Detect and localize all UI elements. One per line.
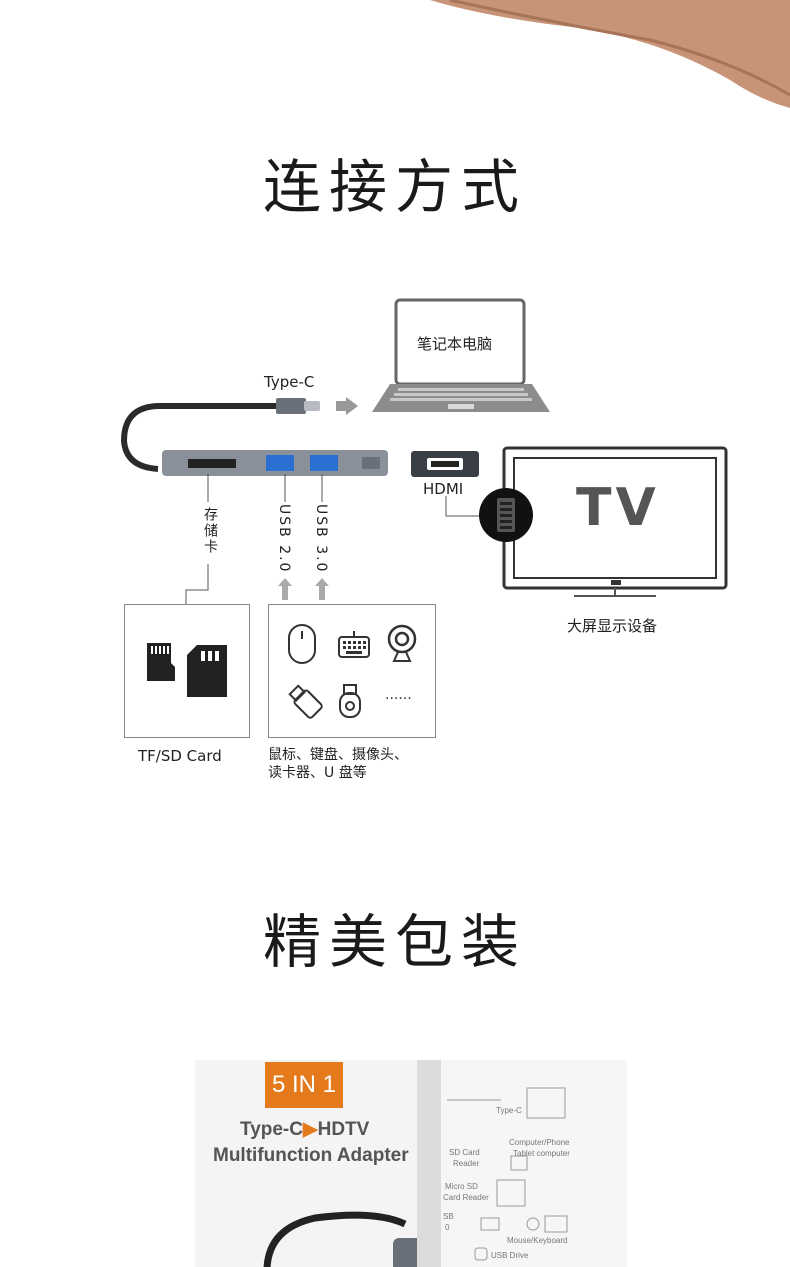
package-front: 5 IN 1 Type-C▶HDTV Multifunction Adapter [195,1060,435,1267]
package-title-hdtv: HDTV [317,1119,370,1140]
hand-image [430,0,790,108]
package-side-strip [417,1060,441,1267]
hub-device [162,450,388,476]
section-title-connection: 连接方式 [262,153,527,221]
usb-drive-icon [288,684,323,719]
keyboard-icon [338,631,370,658]
tv-icon [479,446,728,597]
laptop-icon [372,298,550,412]
side-sd2: Reader [453,1159,480,1168]
package-title-line2: Multifunction Adapter [213,1145,409,1166]
typec-cable [120,397,358,472]
package-cable-image [263,1211,435,1267]
tv-screen-text: TV [576,478,660,538]
play-arrow-icon: ▶ [302,1119,318,1140]
package-image: 5 IN 1 Type-C▶HDTV Multifunction Adapter… [195,1060,627,1267]
tv-label: 大屏显示设备 [567,617,658,635]
card-label: 存储卡 [202,507,218,555]
side-computer: Computer/Phone [509,1138,570,1147]
package-badge: 5 IN 1 [265,1062,343,1108]
section-title-packaging: 精美包装 [262,908,527,976]
usb2-label: USB 2.0 [276,504,292,574]
sd-card-icon [187,645,227,697]
more-devices-ellipsis: ...... [385,687,412,703]
side-drive: USB Drive [491,1251,529,1260]
package-side-diagram [447,1087,568,1261]
side-usb2: 0 [445,1223,450,1232]
laptop-label: 笔记本电脑 [417,335,493,353]
microsd-card-icon [147,643,175,681]
side-typec: Type-C [496,1106,522,1115]
hdmi-connector [411,451,479,477]
side-tablet: Tablet computer [513,1149,570,1158]
side-sd1: SD Card [449,1148,480,1157]
webcam-icon [387,624,417,662]
card-caption: TF/SD Card [138,747,222,765]
card-box [124,604,250,738]
devices-caption-line1: 鼠标、键盘、摄像头、 [268,747,408,763]
typec-label: Type-C [264,373,315,391]
mouse-icon [288,624,316,664]
package-title-line1: Type-C▶HDTV [240,1118,369,1141]
package-title-typec: Type-C [240,1119,303,1140]
side-mouse: Mouse/Keyboard [507,1236,568,1245]
devices-caption-line2: 读卡器、U 盘等 [268,765,367,781]
card-reader-icon [339,684,361,718]
side-micro2: Card Reader [443,1193,489,1202]
side-usb1: SB [443,1212,454,1221]
package-side: Type-C Computer/Phone Tablet computer SD… [441,1060,627,1267]
connector-lines [185,474,480,604]
usb3-label: USB 3.0 [313,504,329,574]
side-micro1: Micro SD [445,1182,478,1191]
hdmi-label: HDMI [423,480,464,498]
devices-box: ...... [268,604,436,738]
